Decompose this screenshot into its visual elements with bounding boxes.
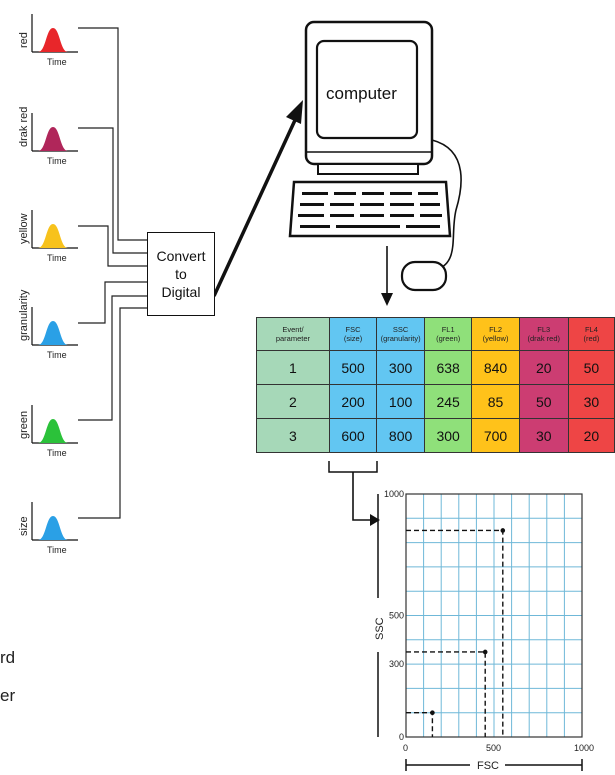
- table-cell: 800: [376, 418, 425, 453]
- y-tick-label: 300: [389, 659, 404, 669]
- header-fl2: FL2(yellow): [471, 317, 520, 351]
- convert-line-1: Convert: [156, 248, 206, 264]
- table-cell: 100: [376, 384, 425, 419]
- header-event: Event/parameter: [256, 317, 330, 351]
- x-tick-label: 0: [403, 743, 408, 753]
- arrow-to-computer: [212, 100, 303, 297]
- plot-frame: [405, 493, 583, 738]
- y-tick-label: 500: [389, 611, 404, 621]
- table-cell: 30: [567, 384, 615, 419]
- channel-label: size: [18, 516, 30, 536]
- data-point: [482, 649, 488, 655]
- time-label: Time: [47, 57, 67, 67]
- convert-line-2: to: [175, 266, 187, 282]
- arrow-to-table: [381, 246, 393, 306]
- computer-icon: [288, 20, 462, 292]
- table-cell: 3: [256, 418, 330, 453]
- signal-pulse: [38, 516, 68, 540]
- time-label: Time: [47, 156, 67, 166]
- table-cell: 500: [328, 350, 378, 385]
- table-row: 3 600 800 300 700 30 20: [256, 418, 615, 453]
- event-parameter-table: Event/parameter FSC(size) SSC(granularit…: [256, 317, 615, 453]
- table-cell: 600: [328, 418, 378, 453]
- signal-pulse: [38, 419, 68, 443]
- table-cell: 20: [567, 418, 615, 453]
- x-tick-label: 1000: [574, 743, 594, 753]
- table-row: 2 200 100 245 85 50 30: [256, 384, 615, 419]
- header-fsc: FSC(size): [328, 317, 378, 351]
- signal-pulse: [38, 224, 68, 248]
- time-label: Time: [47, 350, 67, 360]
- channel-connectors: [78, 27, 147, 519]
- y-tick-label: 0: [399, 732, 404, 742]
- time-label: Time: [47, 253, 67, 263]
- channel-label: red: [18, 32, 30, 48]
- partial-text-2: er: [0, 686, 16, 705]
- table-cell: 700: [471, 418, 520, 453]
- computer-label: computer: [326, 84, 397, 103]
- time-label: Time: [47, 448, 67, 458]
- guide-line: [406, 529, 504, 737]
- table-row: 1 500 300 638 840 20 50: [256, 350, 615, 385]
- table-cell: 200: [328, 384, 378, 419]
- table-cell: 300: [423, 418, 473, 453]
- channel-label: green: [18, 411, 30, 439]
- table-cell: 638: [423, 350, 473, 385]
- data-point: [430, 710, 435, 715]
- table-header-row: Event/parameter FSC(size) SSC(granularit…: [256, 317, 615, 351]
- signal-pulse: [38, 28, 68, 52]
- table-cell: 245: [423, 384, 473, 419]
- table-cell: 85: [471, 384, 520, 419]
- header-fl1: FL1(green): [423, 317, 473, 351]
- arrow-to-plot: [328, 461, 380, 526]
- table-cell: 50: [518, 384, 569, 419]
- header-fl4: FL4(red): [567, 317, 615, 351]
- table-cell: 300: [376, 350, 425, 385]
- table-cell: 20: [518, 350, 569, 385]
- convert-to-digital-box: Convert to Digital: [147, 232, 215, 316]
- x-axis-label: FSC: [477, 760, 499, 772]
- y-tick-label: 1000: [384, 489, 404, 499]
- signal-pulse: [38, 321, 68, 345]
- header-fl3: FL3(drak red): [518, 317, 569, 351]
- header-ssc: SSC(granularity): [376, 317, 425, 351]
- channel-label: drak red: [18, 107, 30, 147]
- table-cell: 1: [256, 350, 330, 385]
- signal-pulse: [38, 127, 68, 151]
- table-cell: 2: [256, 384, 330, 419]
- x-tick-label: 500: [486, 743, 501, 753]
- guide-line: [406, 712, 434, 737]
- guide-line: [406, 651, 486, 737]
- channel-label: yellow: [18, 213, 30, 244]
- table-cell: 840: [471, 350, 520, 385]
- table-cell: 50: [567, 350, 615, 385]
- partial-text-1: rd: [0, 648, 16, 667]
- y-axis-label: SSC: [374, 617, 386, 640]
- data-point: [500, 528, 506, 533]
- convert-line-3: Digital: [161, 284, 201, 300]
- channel-label: granularity: [18, 289, 30, 341]
- table-cell: 30: [518, 418, 569, 453]
- time-label: Time: [47, 545, 67, 555]
